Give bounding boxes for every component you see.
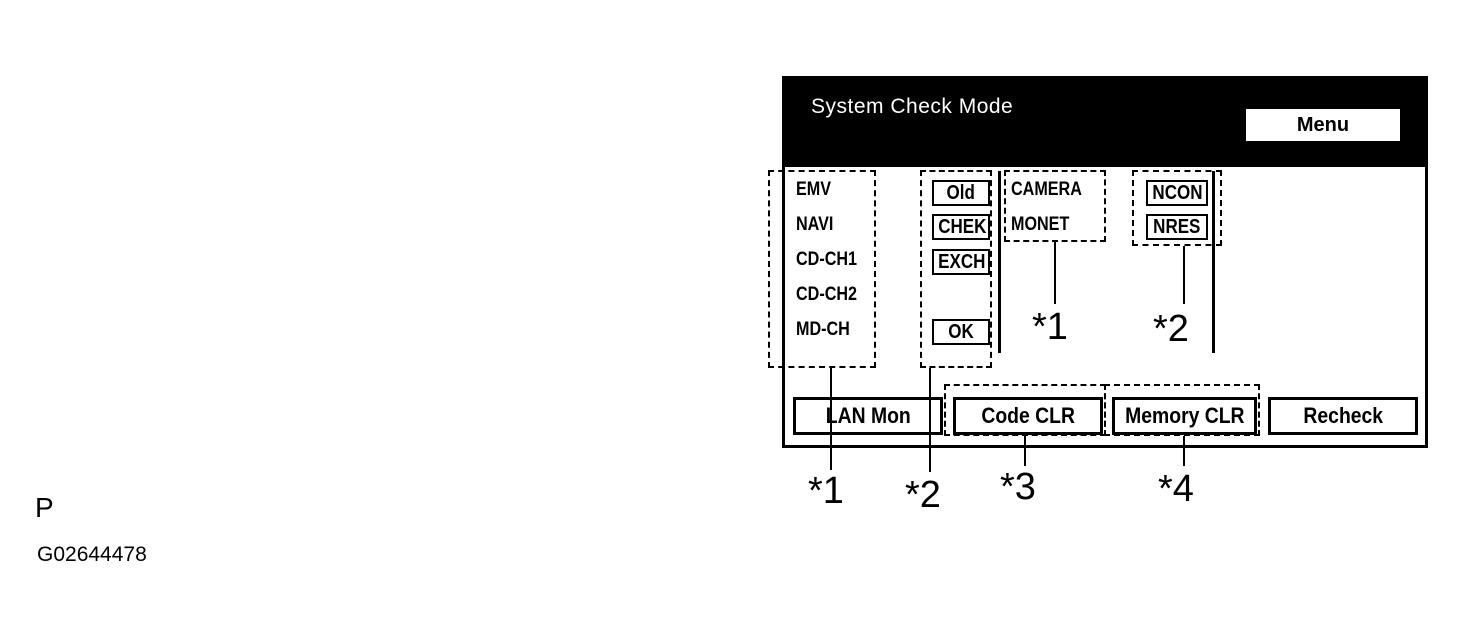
menu-button[interactable]: Menu <box>1246 109 1400 141</box>
device-md-ch: MD-CH <box>796 319 850 340</box>
memory-clr-button[interactable]: Memory CLR <box>1112 397 1257 435</box>
status-code-navi: CHEK <box>932 214 990 240</box>
title-bar: System Check Mode Menu <box>785 79 1425 167</box>
callout-group-sub-codes <box>1132 170 1222 246</box>
callout-group-code-clr <box>944 384 1106 436</box>
leader-line-inner-2 <box>1183 246 1185 304</box>
callout-group-memory-clr <box>1104 384 1260 436</box>
callout-label-bottom-3: *3 <box>1000 466 1036 508</box>
callout-label-inner-1: *1 <box>1032 306 1068 348</box>
callout-label-bottom-1: *1 <box>808 470 844 512</box>
code-clr-button[interactable]: Code CLR <box>953 397 1103 435</box>
status-code-emv: Old <box>932 180 990 206</box>
callout-label-inner-2: *2 <box>1153 308 1189 350</box>
callout-label-bottom-4: *4 <box>1158 468 1194 510</box>
status-code-cd-ch1: EXCH <box>932 249 990 275</box>
system-check-screen: System Check Mode Menu EMV NAVI CD-CH1 C… <box>782 76 1428 448</box>
callout-group-devices <box>768 170 876 368</box>
device-cd-ch2: CD-CH2 <box>796 284 858 305</box>
leader-line-inner-1 <box>1054 242 1056 304</box>
sub-code-ncon: NCON <box>1146 180 1208 206</box>
callout-label-bottom-2: *2 <box>905 474 941 516</box>
sub-device-camera: CAMERA <box>1011 179 1082 200</box>
device-navi: NAVI <box>796 214 834 235</box>
leader-line-bottom-2 <box>929 368 931 472</box>
callout-group-status-codes <box>920 170 992 368</box>
sub-code-nres: NRES <box>1146 214 1208 240</box>
divider-line <box>1212 171 1215 353</box>
screen-title: System Check Mode <box>811 95 1014 118</box>
leader-line-bottom-4 <box>1183 436 1185 466</box>
leader-line-bottom-1 <box>830 368 832 470</box>
figure-id: G02644478 <box>37 543 147 566</box>
device-cd-ch1: CD-CH1 <box>796 249 858 270</box>
leader-line-bottom-3 <box>1024 436 1026 466</box>
recheck-button[interactable]: Recheck <box>1268 397 1418 435</box>
device-emv: EMV <box>796 179 832 200</box>
sub-device-monet: MONET <box>1011 214 1070 235</box>
callout-group-sub-devices <box>1004 170 1106 242</box>
divider-line <box>998 171 1001 353</box>
page-code: P <box>35 492 54 523</box>
lan-mon-button[interactable]: LAN Mon <box>793 397 943 435</box>
status-code-md-ch: OK <box>932 319 990 345</box>
